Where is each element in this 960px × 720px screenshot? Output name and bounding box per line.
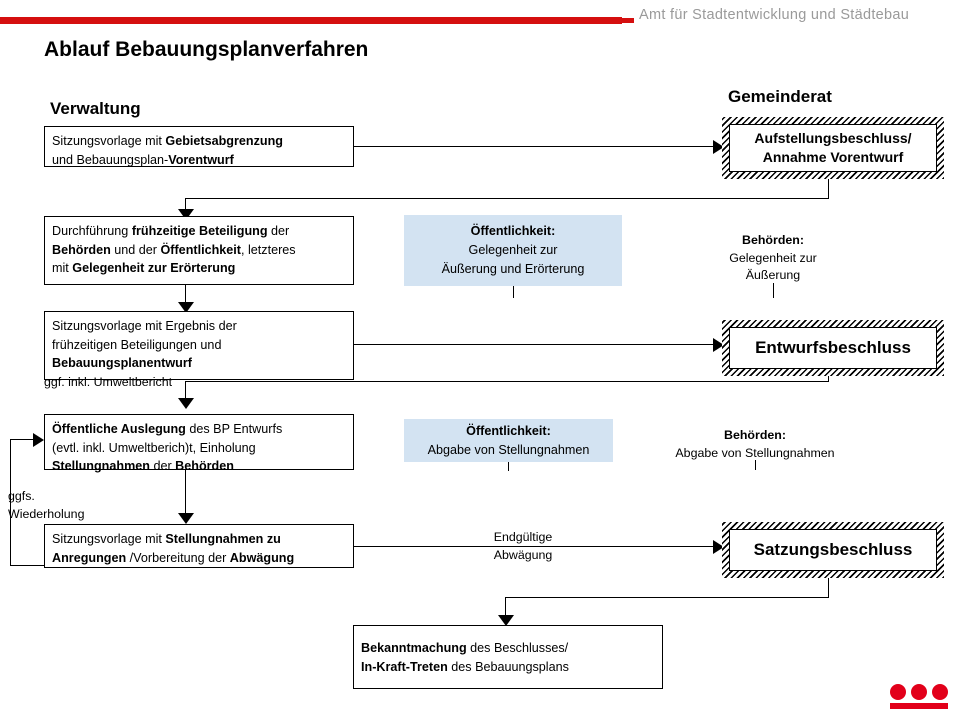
connector-loop-vertical (10, 439, 12, 566)
council-box-satzungsbeschluss[interactable]: Satzungsbeschluss (722, 522, 944, 578)
connector-loop-bottom (10, 565, 45, 567)
department-name: Amt für Stadtentwicklung und Städtebau (639, 7, 910, 23)
label-abwaegung-line2: Abwägung (493, 547, 553, 562)
label-wiederholung: ggfs. Wiederholung (8, 488, 84, 523)
header-red-rule (0, 17, 622, 24)
authority1-title: Behörden: (742, 233, 804, 247)
authority2-line1: Abgabe von Stellungnahmen (675, 445, 835, 460)
council-box-entwurfsbeschluss[interactable]: Entwurfsbeschluss (722, 320, 944, 376)
label-abwaegung-line1: Endgültige (493, 530, 553, 544)
process-box-step1[interactable]: Sitzungsvorlage mit Gebietsabgrenzung un… (44, 126, 354, 167)
connector-step3-to-council2 (354, 344, 721, 346)
connector-step2-stub (185, 198, 187, 212)
arrowhead-step5 (178, 513, 194, 524)
step2-line3: mit Gelegenheit zur Erörterung (52, 261, 236, 275)
arrowhead-council1 (713, 140, 724, 154)
step4-line2: (evtl. inkl. Umweltberich)t, Einholung (52, 440, 256, 455)
process-box-step4[interactable]: Öffentliche Auslegung des BP Entwurfs (e… (44, 414, 354, 473)
arrowhead-step6 (498, 615, 514, 626)
council-box-aufstellungsbeschluss[interactable]: Aufstellungsbeschluss/ Annahme Vorentwur… (722, 117, 944, 179)
connector-public1-stub (513, 286, 515, 298)
arrowhead-step4 (178, 398, 194, 409)
label-umweltbericht: ggf. inkl. Umweltbericht (44, 375, 173, 389)
column-heading-gemeinderat: Gemeinderat (728, 87, 832, 106)
public1-line1: Gelegenheit zur (468, 243, 558, 258)
connector-public2-stub (508, 461, 510, 471)
authority1-line2: Äußerung (745, 268, 801, 283)
public2-title: Öffentlichkeit: (466, 423, 551, 438)
connector-council3-to-step6-horizontal (505, 597, 829, 599)
step1-line2: und Bebauungsplan-Vorentwurf (52, 152, 234, 167)
step2-line2: Behörden und der Öffentlichkeit, letzter… (52, 242, 296, 257)
step4-line3: Stellungnahmen der Behörden (52, 459, 234, 473)
council2-line1: Entwurfsbeschluss (755, 338, 911, 358)
column-heading-verwaltung: Verwaltung (50, 99, 141, 118)
logo-bar-icon (890, 703, 948, 709)
process-box-step2[interactable]: Durchführung frühzeitige Beteiligung der… (44, 216, 354, 285)
step3-line2: frühzeitigen Beteiligungen und (52, 337, 222, 352)
connector-loop-top (10, 439, 35, 441)
label-wiederholung-line2: Wiederholung (8, 506, 85, 521)
connector-step5-to-council3 (354, 546, 721, 548)
logo-dot-2-icon (911, 684, 927, 700)
connector-step4-stub (185, 381, 187, 401)
connector-council1-to-step2-horizontal (185, 198, 829, 200)
logo-dot-3-icon (932, 684, 948, 700)
stuttgart-horses-logo (890, 684, 948, 709)
council3-line1: Satzungsbeschluss (753, 540, 913, 560)
public-participation-box-2: Öffentlichkeit: Abgabe von Stellungnahme… (404, 419, 613, 462)
label-wiederholung-line1: ggfs. (8, 489, 35, 503)
arrowhead-council2 (713, 338, 724, 352)
arrowhead-council3 (713, 540, 724, 554)
step5-line1: Sitzungsvorlage mit Stellungnahmen zu (52, 532, 281, 546)
connector-authority1-stub (773, 283, 775, 298)
public1-title: Öffentlichkeit: (470, 224, 556, 239)
public1-line2: Äußerung und Erörterung (441, 261, 585, 276)
step2-line1: Durchführung frühzeitige Beteiligung der (52, 224, 290, 238)
label-endgueltige-abwaegung: Endgültige Abwägung (478, 529, 568, 564)
step3-line1: Sitzungsvorlage mit Ergebnis der (52, 319, 237, 333)
arrowhead-loop-into-step4 (33, 433, 44, 447)
header-red-rule-tick (622, 18, 634, 23)
connector-step2-to-step3 (185, 285, 187, 305)
authority-note-1: Behörden: Gelegenheit zur Äußerung (680, 232, 866, 285)
step1-line1: Sitzungsvorlage mit Gebietsabgrenzung (52, 134, 283, 148)
step3-line3: Bebauungsplanentwurf (52, 356, 192, 370)
public2-line1: Abgabe von Stellungnahmen (427, 442, 590, 457)
process-box-step5[interactable]: Sitzungsvorlage mit Stellungnahmen zu An… (44, 524, 354, 568)
connector-step6-stub (505, 597, 507, 619)
connector-step4-to-step5 (185, 470, 187, 520)
process-box-step3[interactable]: Sitzungsvorlage mit Ergebnis der frühzei… (44, 311, 354, 380)
authority-note-2: Behörden: Abgabe von Stellungnahmen (645, 427, 865, 462)
connector-step1-to-council1 (354, 146, 721, 148)
arrowhead-step2 (178, 209, 194, 220)
process-box-step6[interactable]: Bekanntmachung des Beschlusses/ In-Kraft… (353, 625, 663, 689)
authority1-line1: Gelegenheit zur (729, 250, 817, 265)
connector-council2-down (828, 376, 830, 382)
arrowhead-step3 (178, 302, 194, 313)
step4-line1: Öffentliche Auslegung des BP Entwurfs (52, 422, 283, 436)
council3-inner: Satzungsbeschluss (729, 529, 937, 571)
council1-line2: Annahme Vorentwurf (762, 149, 904, 165)
step6-line2: In-Kraft-Treten des Bebauungsplans (361, 659, 569, 674)
council1-inner: Aufstellungsbeschluss/ Annahme Vorentwur… (729, 124, 937, 172)
connector-authority2-stub (755, 460, 757, 470)
authority2-title: Behörden: (724, 428, 786, 442)
page-title: Ablauf Bebauungsplanverfahren (44, 38, 369, 61)
step6-line1: Bekanntmachung des Beschlusses/ (361, 641, 569, 655)
council1-line1: Aufstellungsbeschluss/ (754, 129, 912, 146)
logo-dot-1-icon (890, 684, 906, 700)
connector-council3-down (828, 578, 830, 598)
step5-line2: Anregungen /Vorbereitung der Abwägung (52, 550, 295, 565)
council2-inner: Entwurfsbeschluss (729, 327, 937, 369)
connector-council2-to-step4-horizontal (185, 381, 829, 383)
public-participation-box-1: Öffentlichkeit: Gelegenheit zur Äußerung… (404, 215, 622, 286)
connector-council1-down (828, 179, 830, 199)
